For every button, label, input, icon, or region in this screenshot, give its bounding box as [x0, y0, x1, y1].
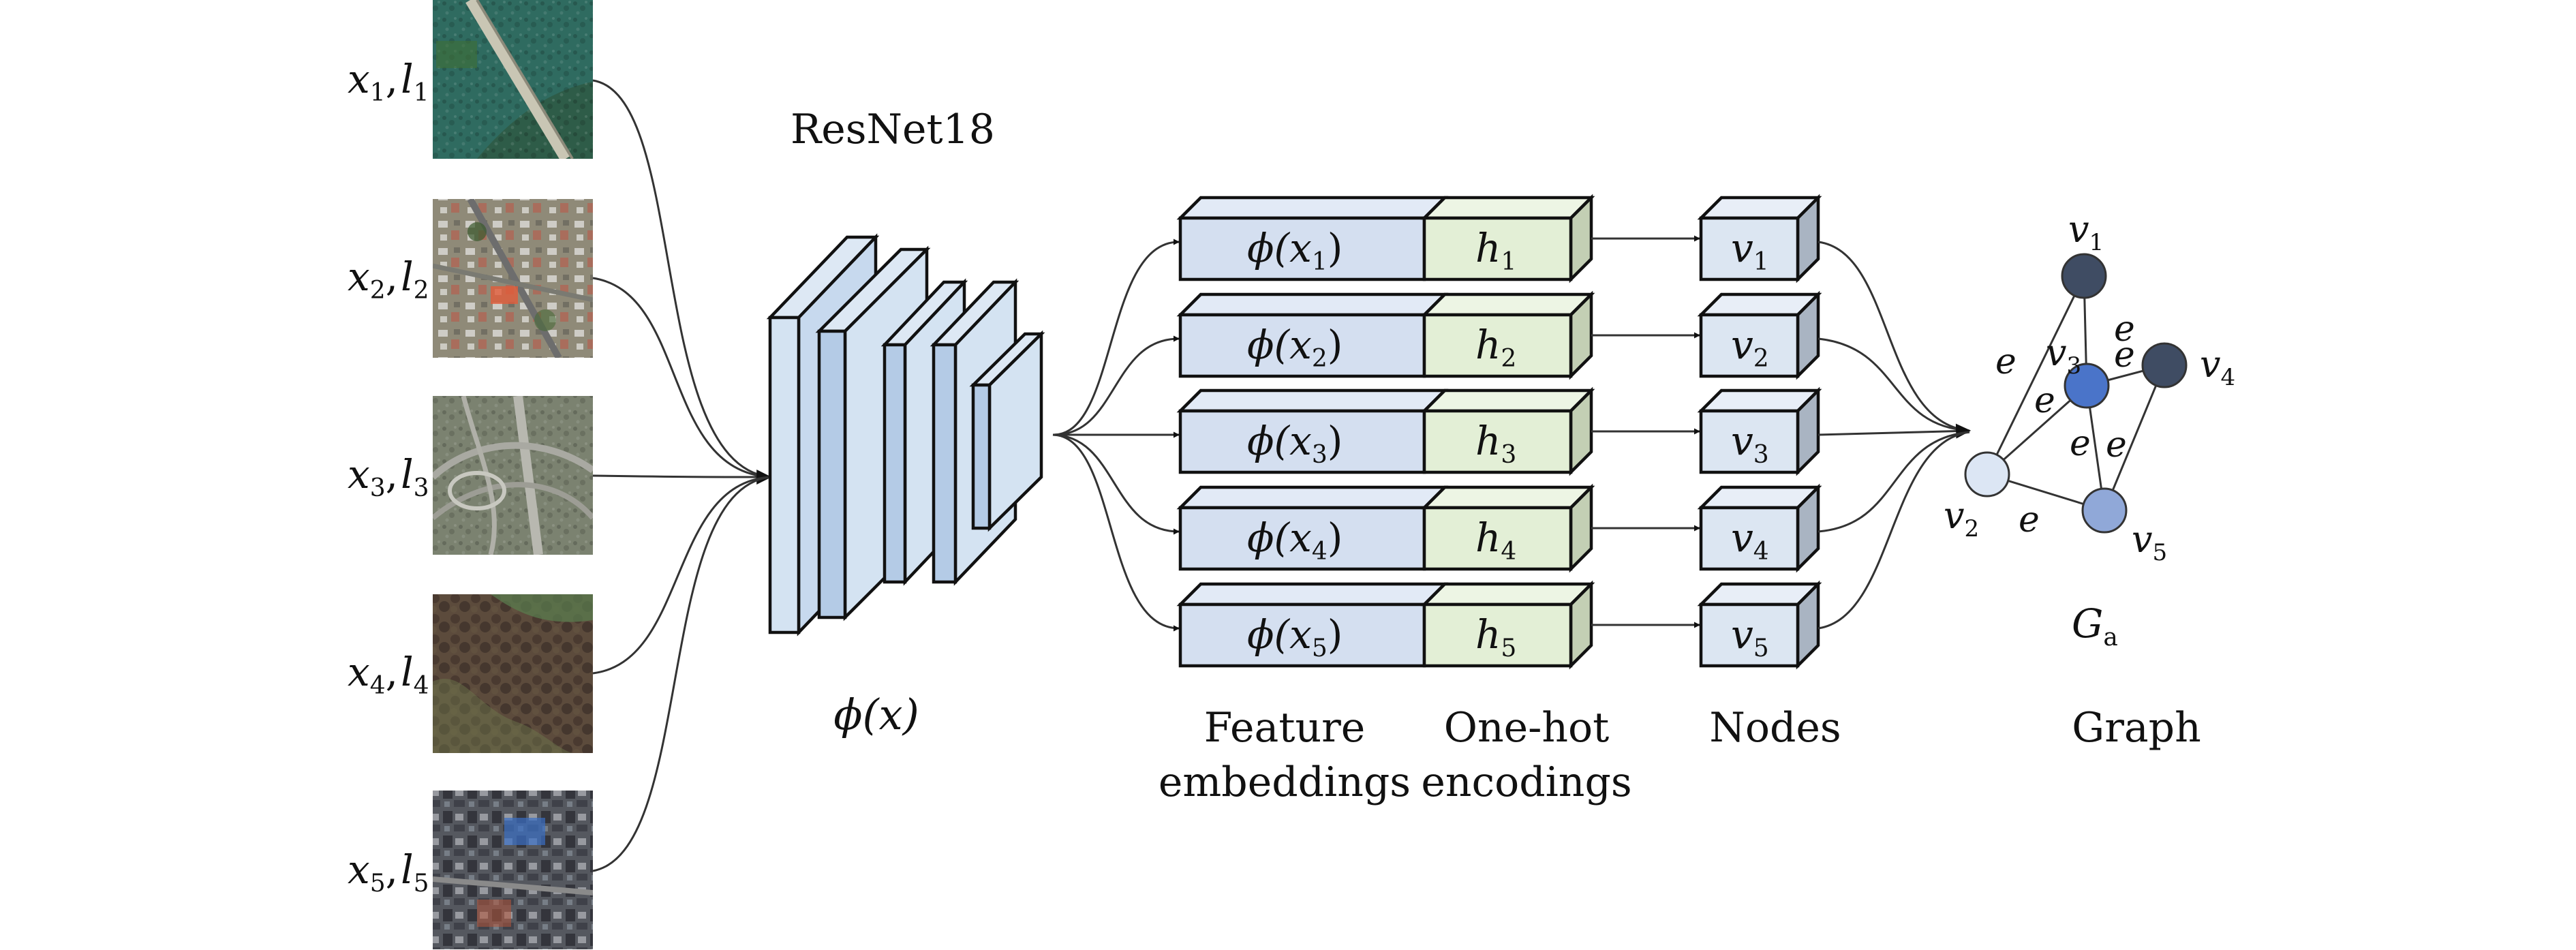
input-label-2: x2,l2 — [348, 254, 429, 305]
onehot-box-5 — [1420, 580, 1595, 670]
node-box-1 — [1697, 194, 1822, 284]
graph-edge-label-3: e — [2114, 335, 2135, 376]
node-box-3 — [1697, 386, 1822, 476]
onehot-box-3 — [1420, 386, 1595, 476]
graph-edge-7 — [2103, 365, 2166, 511]
input-image-4 — [433, 594, 593, 753]
onehot-label-1: h1 — [1475, 225, 1516, 276]
graph-node-3 — [2064, 363, 2110, 409]
graph-node-label-2: v2 — [1944, 494, 1979, 542]
feature-row-3: ϕ(x3) h3 v3 — [1176, 386, 1822, 476]
input-label-3: x3,l3 — [348, 451, 429, 502]
graph-edge-label-7: e — [2019, 500, 2040, 540]
graph-node-2 — [1964, 451, 2010, 497]
column-label-feature: Feature — [1204, 704, 1366, 752]
node-label-1: v1 — [1731, 225, 1769, 276]
column-label-embeddings: embeddings — [1159, 759, 1411, 806]
feature-row-5: ϕ(x5) h5 v5 — [1176, 580, 1822, 670]
graph-edge-label-2: e — [2034, 380, 2055, 421]
graph-edge-label-5: e — [2070, 423, 2091, 464]
column-label-onehot: One-hot — [1444, 704, 1610, 752]
node-box-5 — [1697, 580, 1822, 670]
conv-block-5 — [969, 330, 1045, 532]
input-image-1 — [433, 0, 593, 159]
feature-row-1: ϕ(x1) h1 v1 — [1176, 194, 1822, 284]
embedding-box-2 — [1176, 292, 1449, 378]
graph-node-label-5: v5 — [2132, 518, 2167, 566]
onehot-label-3: h3 — [1475, 418, 1516, 469]
graph-edge-label-6: e — [2106, 425, 2127, 465]
onehot-box-2 — [1420, 290, 1595, 380]
graph-edge-1 — [1986, 275, 2085, 475]
onehot-label-2: h2 — [1475, 322, 1516, 373]
node-box-2 — [1697, 290, 1822, 380]
backbone-function-label: ϕ(x) — [833, 690, 919, 739]
onehot-box-1 — [1420, 194, 1595, 284]
embedding-label-4: ϕ(x4) — [1247, 515, 1343, 566]
graph-edge-label-4: e — [2114, 309, 2135, 350]
input-label-5: x5,l5 — [348, 846, 429, 898]
node-label-3: v3 — [1731, 418, 1769, 469]
onehot-label-5: h5 — [1475, 611, 1516, 662]
embedding-label-1: ϕ(x1) — [1247, 225, 1343, 276]
graph-edge-label-1: e — [1995, 341, 2017, 382]
node-connectors — [1818, 241, 1972, 630]
graph-node-5 — [2081, 487, 2128, 534]
input-label-1: x1,l1 — [348, 56, 429, 107]
backbone-title: ResNet18 — [791, 106, 995, 153]
column-label-graph: Graph — [2072, 704, 2201, 752]
column-label-encodings: encodings — [1421, 759, 1631, 806]
input-label-4: x4,l4 — [348, 649, 429, 700]
feature-row-2: ϕ(x2) h2 v2 — [1176, 290, 1822, 380]
graph-node-1 — [2061, 253, 2107, 299]
feature-row-4: ϕ(x4) h4 v4 — [1176, 483, 1822, 573]
node-label-5: v5 — [1731, 611, 1769, 662]
input-image-5 — [433, 791, 593, 949]
input-image-2 — [433, 199, 593, 358]
column-label-nodes: Nodes — [1709, 704, 1841, 752]
input-image-3 — [433, 396, 593, 555]
resnet-backbone — [766, 233, 1045, 637]
graph-node-label-1: v1 — [2068, 208, 2104, 256]
graph-name-label: Ga — [2072, 600, 2118, 652]
graph-node-label-4: v4 — [2200, 343, 2235, 391]
embedding-label-5: ϕ(x5) — [1247, 611, 1343, 662]
graph-node-4 — [2141, 342, 2188, 388]
onehot-box-4 — [1420, 483, 1595, 573]
node-label-2: v2 — [1731, 322, 1769, 373]
node-label-4: v4 — [1731, 515, 1769, 566]
input-connectors — [592, 79, 772, 872]
node-box-4 — [1697, 483, 1822, 573]
onehot-label-4: h4 — [1475, 515, 1516, 566]
embedding-label-2: ϕ(x2) — [1247, 322, 1343, 373]
embedding-box-3 — [1176, 388, 1449, 474]
graph-node-label-3: v3 — [2046, 331, 2081, 380]
feature-connectors — [1052, 239, 1180, 632]
embedding-label-3: ϕ(x3) — [1247, 418, 1343, 469]
